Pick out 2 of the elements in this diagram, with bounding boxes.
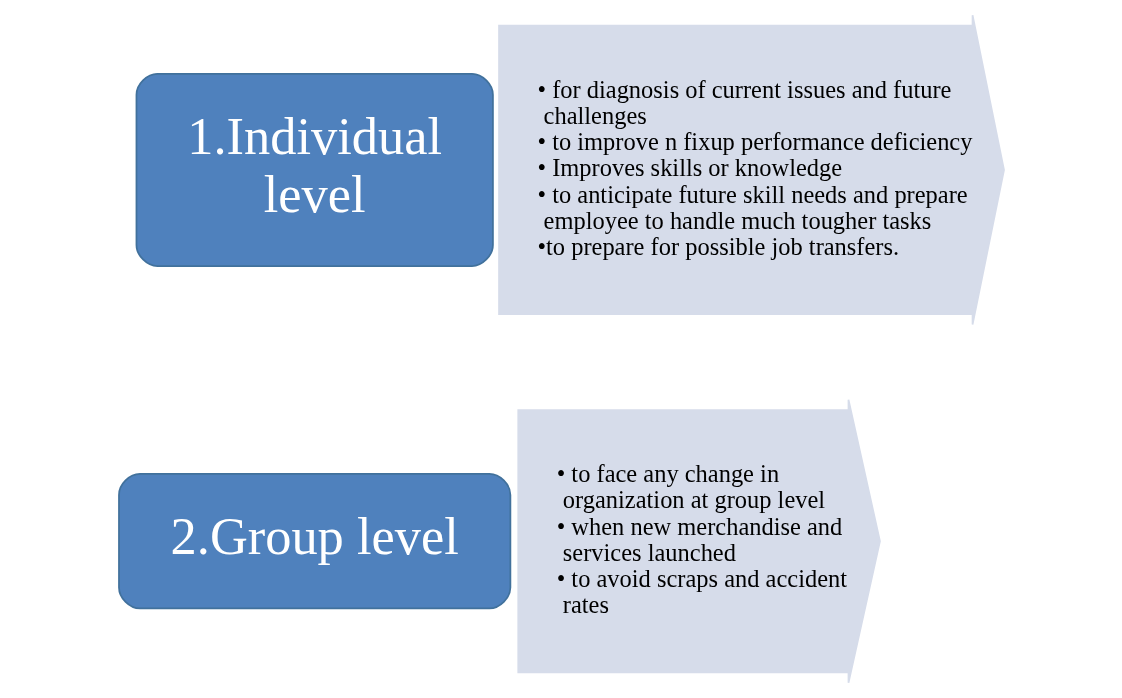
node-box: 2.Group level bbox=[117, 473, 511, 610]
node-box: 1.Individual level bbox=[135, 72, 494, 267]
